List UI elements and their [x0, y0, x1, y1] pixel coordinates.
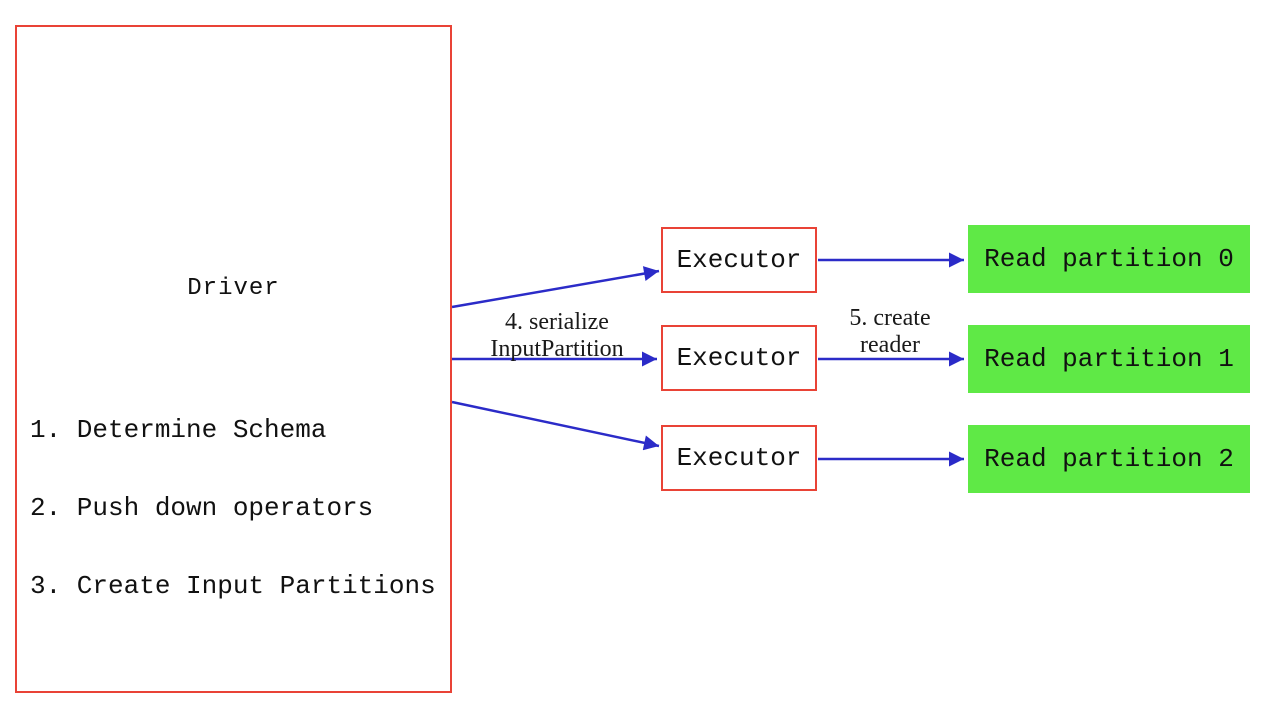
executor-label: Executor	[676, 443, 802, 473]
edge-label-serialize: 4. serialize InputPartition	[490, 309, 624, 362]
edge-label-create-reader: 5. create reader	[849, 305, 931, 358]
partition-label: Read partition 2	[984, 444, 1234, 474]
executor-label: Executor	[676, 343, 802, 373]
executor-box-2: Executor	[661, 325, 817, 391]
arrow-driver-to-executor-3	[451, 400, 660, 451]
driver-steps: 1. Determine Schema 2. Push down operato…	[30, 365, 436, 651]
executor-box-3: Executor	[661, 425, 817, 491]
read-partition-box-0: Read partition 0	[968, 225, 1250, 293]
driver-step-1: 1. Determine Schema	[30, 415, 327, 445]
driver-step-3: 3. Create Input Partitions	[30, 571, 436, 601]
driver-title: Driver	[187, 275, 280, 302]
driver-box: Driver 1. Determine Schema 2. Push down …	[15, 25, 452, 693]
read-partition-box-2: Read partition 2	[968, 425, 1250, 493]
read-partition-box-1: Read partition 1	[968, 325, 1250, 393]
driver-step-2: 2. Push down operators	[30, 493, 374, 523]
executor-box-1: Executor	[661, 227, 817, 293]
arrow-driver-to-executor-1	[451, 266, 660, 309]
partition-label: Read partition 0	[984, 244, 1234, 274]
partition-label: Read partition 1	[984, 344, 1234, 374]
executor-label: Executor	[676, 245, 802, 275]
